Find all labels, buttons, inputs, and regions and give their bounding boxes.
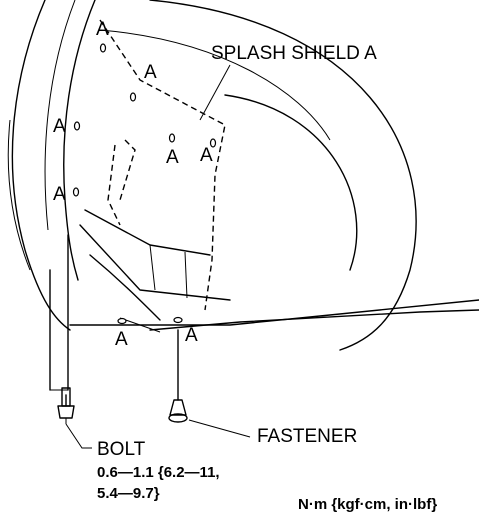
torque-line-1: 0.6—1.1 {6.2—11, bbox=[97, 464, 220, 481]
splash-shield-label-leader bbox=[199, 64, 231, 121]
marker-a-8: A bbox=[185, 325, 198, 346]
marker-a-7: A bbox=[115, 329, 128, 350]
torque-units: N·m {kgf·cm, in·lbf} bbox=[298, 496, 438, 513]
panel-line-1 bbox=[84, 209, 211, 256]
panel-line-5 bbox=[184, 251, 188, 299]
undercover-front bbox=[69, 299, 479, 326]
marker-a-4: A bbox=[166, 147, 179, 168]
undercover-rib bbox=[119, 317, 161, 333]
fender-outer-curve bbox=[11, 0, 71, 331]
splash-shield-outline bbox=[99, 19, 226, 311]
wheel-arch-inner-2 bbox=[99, 29, 331, 141]
marker-a-3: A bbox=[53, 116, 66, 137]
torque-spec: 0.6—1.1 {6.2—11, 5.4—9.7} bbox=[97, 462, 220, 504]
torque-line-2: 5.4—9.7} bbox=[97, 485, 160, 502]
panel-line-3 bbox=[89, 254, 161, 321]
fender-inner-curve bbox=[63, 0, 96, 281]
panel-line-2 bbox=[79, 224, 231, 301]
hole-6 bbox=[72, 187, 80, 197]
marker-a-1: A bbox=[96, 19, 109, 40]
hole-1 bbox=[99, 43, 107, 53]
undercover-rear bbox=[149, 309, 479, 331]
splash-shield-inner-left bbox=[107, 144, 121, 226]
marker-a-6: A bbox=[53, 184, 66, 205]
fastener-icon bbox=[168, 399, 188, 423]
fender-lip bbox=[7, 119, 31, 271]
bolt-icon bbox=[57, 387, 75, 424]
splash-shield-a-label: SPLASH SHIELD A bbox=[211, 43, 377, 64]
bolt-label-leader bbox=[65, 423, 92, 449]
hole-7 bbox=[117, 317, 127, 325]
fastener-label: FASTENER bbox=[257, 426, 358, 447]
wheel-arch-outer bbox=[149, 0, 417, 351]
hole-3 bbox=[73, 121, 81, 131]
hole-8 bbox=[173, 316, 183, 324]
fender-edge-curve bbox=[44, 0, 76, 231]
panel-line-4 bbox=[149, 244, 156, 291]
wheel-arch-inner bbox=[224, 94, 358, 271]
splash-shield-inner-right bbox=[119, 139, 136, 201]
hole-2 bbox=[129, 92, 137, 102]
fastener-label-leader bbox=[188, 419, 251, 438]
hole-5 bbox=[209, 138, 217, 148]
marker-a-5: A bbox=[200, 145, 213, 166]
hole-4 bbox=[168, 133, 176, 143]
marker-a-2: A bbox=[144, 62, 157, 83]
bolt-label: BOLT bbox=[97, 439, 146, 460]
